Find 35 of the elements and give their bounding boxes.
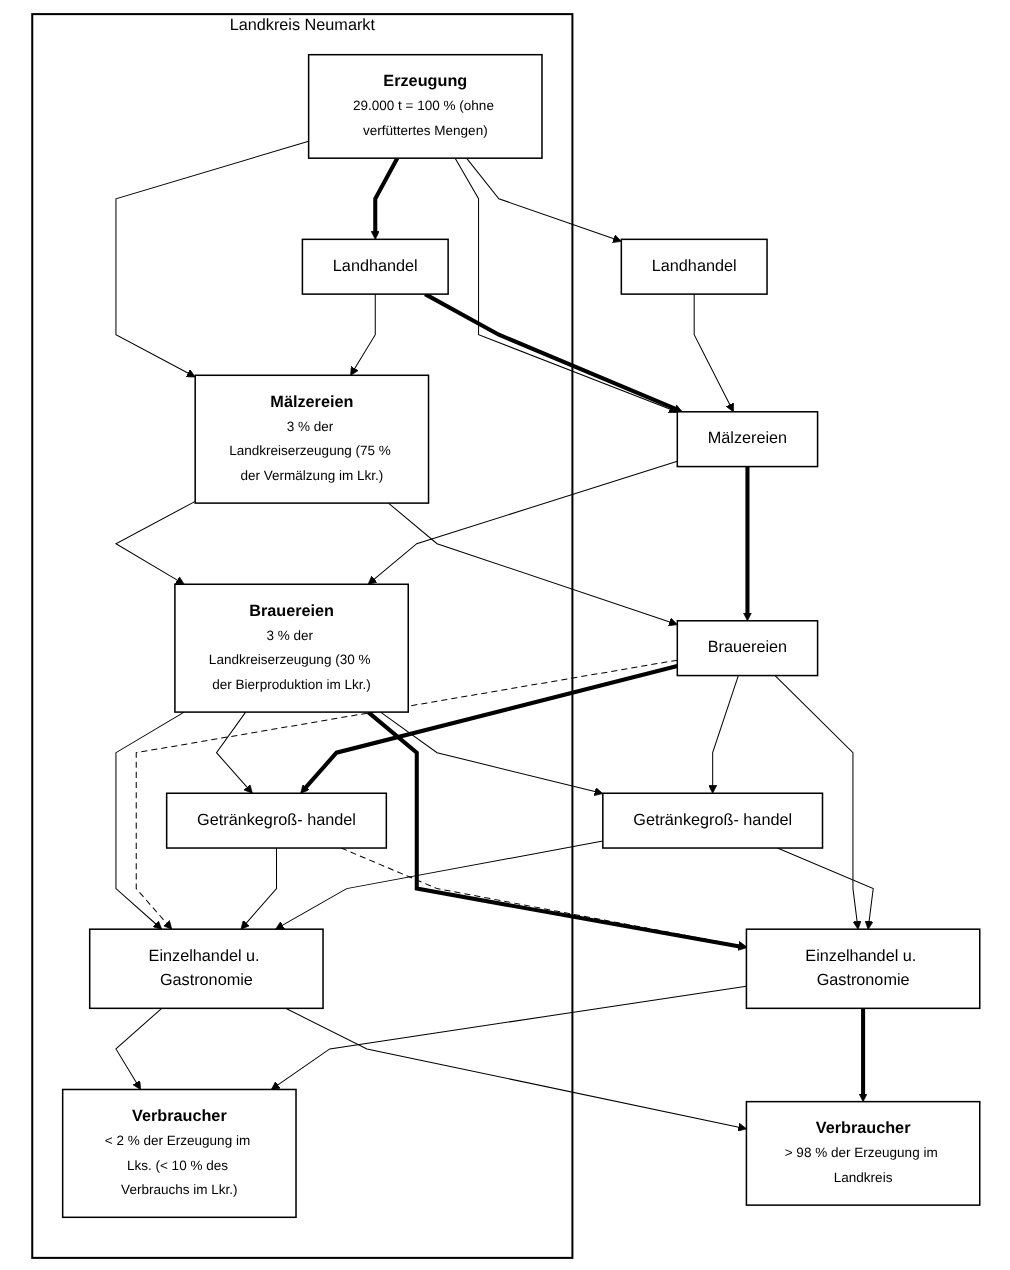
arrow <box>742 465 751 621</box>
arrow <box>369 156 399 239</box>
arrow <box>692 292 733 412</box>
arrow <box>239 846 276 929</box>
arrow <box>349 292 375 375</box>
arrow <box>423 291 682 412</box>
node-box: Landhandel <box>300 237 448 294</box>
arrow <box>269 984 746 1089</box>
arrow <box>707 674 738 793</box>
node-box: Einzelhandel u. Gastronomie <box>744 927 980 1009</box>
node-box: Landhandel <box>619 237 767 294</box>
arrow <box>114 710 184 929</box>
node-box: Getränkegroß- handel <box>601 791 823 848</box>
arrow <box>114 1006 162 1089</box>
arrow <box>284 1006 746 1131</box>
arrow <box>274 839 603 929</box>
arrow <box>453 156 677 413</box>
arrow <box>773 674 861 929</box>
arrow <box>857 1007 867 1102</box>
arrow <box>365 709 746 950</box>
arrow <box>214 710 252 793</box>
arrow <box>114 139 309 377</box>
arrow <box>339 846 746 949</box>
arrow <box>379 710 603 795</box>
arrow <box>386 501 677 626</box>
arrow <box>299 663 677 793</box>
arrow <box>113 499 195 584</box>
arrow <box>134 658 677 929</box>
node-box: Getränkegroß- handel <box>164 791 387 848</box>
arrow <box>465 156 621 242</box>
node-box: Mälzereien <box>675 410 818 467</box>
arrow <box>366 459 677 584</box>
node-box: Brauereien <box>675 619 818 676</box>
arrow <box>775 846 873 929</box>
node-box: Einzelhandel u. Gastronomie <box>87 927 323 1009</box>
